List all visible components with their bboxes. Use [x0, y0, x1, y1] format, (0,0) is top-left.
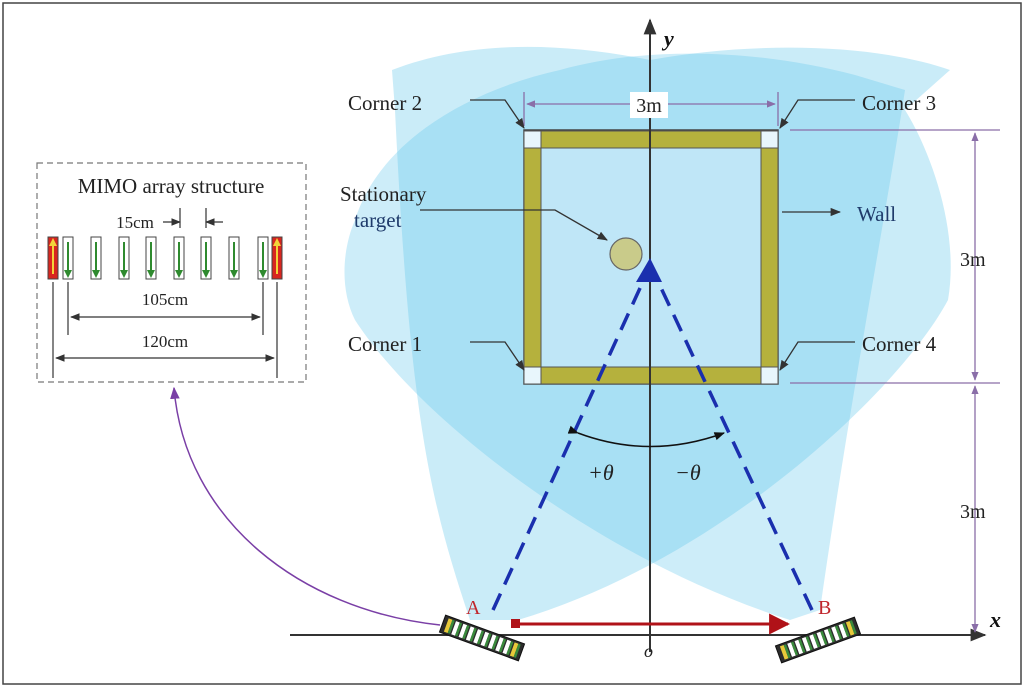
mimo-inset: MIMO array structure 15cm 105cm 120cm	[36, 162, 307, 383]
radar-antenna-gap	[506, 641, 514, 656]
radar-antenna-gap	[484, 633, 492, 648]
radar-antenna-stripe	[823, 629, 833, 644]
radar-antenna-stripe	[443, 618, 453, 633]
corner-4-label: Corner 4	[862, 332, 937, 356]
radar-antenna-gap	[447, 619, 455, 634]
radar-antenna-gap	[812, 633, 821, 648]
radar-antenna-gap	[513, 643, 521, 658]
ray-apex-arrow	[636, 258, 662, 282]
radar-b-label: B	[818, 597, 831, 619]
radar-antenna-stripe	[809, 634, 818, 649]
radar-a	[438, 614, 526, 662]
radar-antenna-gap	[790, 641, 799, 656]
radar-antenna-gap	[798, 638, 806, 653]
ray-b	[653, 274, 814, 611]
corner-callouts: Corner 2 Corner 3 Corner 1 Corner 4	[348, 91, 937, 371]
mimo-element-arrowhead	[92, 270, 100, 278]
radar-antenna-stripe	[480, 631, 490, 647]
radar-a-label: A	[466, 597, 481, 619]
angle-negative: −θ	[675, 460, 701, 485]
mimo-element-arrowhead	[64, 270, 72, 278]
target-callout-arrow	[420, 209, 608, 241]
radar-antenna-gap	[834, 625, 843, 640]
baseline-start	[511, 619, 520, 628]
corner-3-label: Corner 3	[862, 91, 936, 115]
mimo-outer-span-label: 120cm	[142, 332, 188, 351]
wall-label: Wall	[857, 202, 896, 226]
radar-antenna-stripe	[487, 634, 497, 649]
corner-2-label: Corner 2	[348, 91, 422, 115]
mimo-element-arrowhead	[147, 270, 155, 278]
corner-3-block	[760, 130, 779, 149]
radar-antenna-gap	[476, 630, 485, 645]
radar-antenna-stripe	[801, 637, 811, 652]
target-label-line1: Stationary	[340, 182, 427, 206]
angle-positive: +θ	[588, 460, 614, 485]
radar-antenna-stripe	[845, 621, 855, 636]
radar-antenna-stripe	[465, 626, 475, 641]
radar-antenna-gap	[462, 625, 470, 640]
inset-connector	[170, 386, 441, 626]
target-label-line2: target	[354, 208, 402, 232]
corner-1-label: Corner 1	[348, 332, 422, 356]
corner-2-block	[523, 130, 542, 149]
radar-antenna-gap	[849, 620, 857, 635]
radar-antenna-gap	[498, 638, 507, 653]
radar-antenna-stripe	[458, 623, 468, 639]
corner-1-block	[523, 366, 542, 385]
standoff-label: 3m	[960, 501, 986, 523]
mimo-element-arrowhead	[259, 270, 267, 278]
radar-antenna-stripe	[831, 626, 840, 641]
radar-b	[774, 616, 862, 664]
room-depth-label: 3m	[960, 249, 986, 271]
room-width-label: 3m	[636, 95, 662, 117]
mimo-elements	[47, 236, 283, 280]
radar-antenna-stripe	[816, 631, 826, 647]
radar-antenna-gap	[805, 636, 813, 651]
radar-antenna-gap	[827, 628, 835, 643]
radar-antenna-stripe	[495, 637, 504, 652]
corner-4-block	[760, 366, 779, 385]
standoff-dimension: 3m	[960, 385, 986, 633]
radar-antenna-gap	[783, 644, 791, 659]
radar-antenna-stripe	[473, 629, 482, 644]
mimo-element-arrowhead	[49, 238, 57, 246]
radar-antenna-stripe	[779, 645, 789, 660]
mimo-title: MIMO array structure	[78, 174, 265, 198]
radar-antenna-gap	[491, 635, 499, 650]
mimo-element-arrowhead	[120, 270, 128, 278]
radar-antenna-stripe	[509, 642, 519, 657]
room-width-dimension: 3m	[523, 92, 779, 126]
radar-antenna-stripe	[838, 623, 848, 639]
radar-antenna-gap	[820, 630, 828, 645]
stationary-target	[609, 237, 643, 271]
wall-right	[760, 147, 779, 368]
ray-a	[491, 274, 648, 611]
room-depth-dimension: 3m	[790, 129, 1000, 384]
wall-left	[523, 147, 542, 368]
x-axis-label: x	[989, 607, 1001, 632]
origin-label: o	[644, 641, 653, 661]
radar-antenna-stripe	[502, 639, 512, 655]
propagation-rays	[491, 258, 814, 611]
radar-antenna-stripe	[794, 639, 804, 655]
y-axis-label: y	[661, 26, 674, 51]
angle-arc	[567, 425, 725, 448]
mimo-element-arrowhead	[230, 270, 238, 278]
radar-antenna-gap	[842, 622, 850, 637]
radar-antenna-stripe	[451, 621, 460, 636]
radar-antenna-gap	[454, 622, 463, 637]
mimo-spacing-label: 15cm	[116, 213, 154, 232]
mimo-element-arrowhead	[202, 270, 210, 278]
radar-antenna-gap	[469, 627, 477, 642]
mimo-element-arrowhead	[273, 238, 281, 246]
mimo-inner-span-label: 105cm	[142, 290, 188, 309]
radar-antenna-stripe	[787, 642, 796, 657]
axes: x y o	[290, 18, 1001, 661]
mimo-element-arrowhead	[175, 270, 183, 278]
